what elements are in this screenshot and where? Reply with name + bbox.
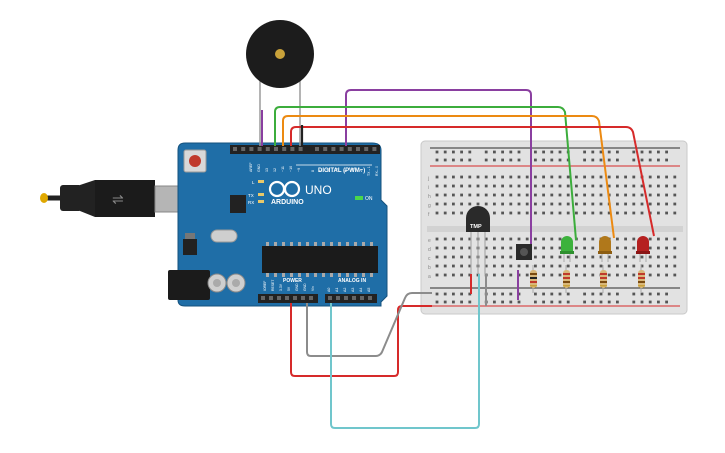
arduino-uno-board[interactable]: DIGITAL (PWM~) L TX RX ARDUINO UNO ON <box>168 142 388 307</box>
breadboard-holes <box>435 150 677 304</box>
svg-text:g: g <box>428 203 431 209</box>
svg-text:⇌: ⇌ <box>112 191 124 207</box>
svg-text:TX→1: TX→1 <box>367 166 371 176</box>
svg-text:7: 7 <box>319 170 323 172</box>
digital-pin-labels: AREF GND 13 12 ~11 ~10 ~9 8 7 ~6 ~5 4 ~3… <box>249 162 379 176</box>
svg-text:2: 2 <box>359 170 363 172</box>
svg-text:8: 8 <box>311 170 315 172</box>
atmega-chip <box>262 246 378 273</box>
power-jack <box>168 270 210 300</box>
led-red[interactable] <box>636 236 650 262</box>
led-green[interactable] <box>560 236 574 262</box>
wires <box>261 89 655 429</box>
wire-red-top <box>290 126 655 237</box>
svg-text:~11: ~11 <box>281 166 285 172</box>
svg-text:A2: A2 <box>343 288 347 292</box>
temperature-sensor[interactable]: TMP <box>466 206 490 274</box>
svg-text:c: c <box>428 256 431 262</box>
svg-text:A1: A1 <box>335 288 339 292</box>
svg-text:5V: 5V <box>287 286 291 291</box>
svg-text:j: j <box>427 176 429 182</box>
svg-text:~9: ~9 <box>297 168 301 172</box>
resistor-1[interactable] <box>530 265 537 293</box>
usb-cable: ⇌ <box>40 180 184 217</box>
svg-text:GND: GND <box>257 164 261 172</box>
svg-text:AREF: AREF <box>249 162 253 172</box>
wire-orange <box>282 115 615 239</box>
wire-cyan-analog <box>330 274 480 429</box>
power-pin-labels: IOREF RESET 3.3V 5V GND GND Vin <box>263 280 315 291</box>
svg-text:~5: ~5 <box>335 168 339 172</box>
svg-text:RESET: RESET <box>271 280 275 291</box>
svg-text:GND: GND <box>295 283 299 291</box>
svg-text:A4: A4 <box>359 288 363 292</box>
svg-text:Vin: Vin <box>311 286 315 291</box>
svg-text:ARDUINO: ARDUINO <box>271 199 304 206</box>
sensor-label: TMP <box>470 224 482 230</box>
svg-text:b: b <box>428 265 431 271</box>
wire-gray-ground <box>306 292 432 357</box>
wire-purple <box>345 89 532 244</box>
svg-text:f: f <box>428 212 430 218</box>
svg-text:13: 13 <box>265 168 269 172</box>
svg-text:IOREF: IOREF <box>263 281 267 291</box>
wire-red-power <box>290 303 432 377</box>
led-yellow[interactable] <box>598 236 612 262</box>
svg-text:e: e <box>428 238 431 244</box>
svg-text:A3: A3 <box>351 288 355 292</box>
push-button[interactable] <box>516 244 532 260</box>
svg-text:ON: ON <box>365 196 373 202</box>
digital-pins <box>233 147 377 151</box>
resistor-4[interactable] <box>638 265 645 293</box>
svg-text:POWER: POWER <box>283 278 302 284</box>
svg-text:L: L <box>252 180 255 185</box>
svg-text:d: d <box>428 247 431 253</box>
row-letters-top: j i h g f <box>427 176 431 218</box>
breadboard[interactable]: j i h g f e d c b a <box>420 140 688 315</box>
analog-pin-labels: A0 A1 A2 A3 A4 A5 <box>327 288 371 292</box>
svg-text:A0: A0 <box>327 288 331 292</box>
svg-text:GND: GND <box>303 283 307 291</box>
svg-text:RX: RX <box>248 200 254 205</box>
svg-text:h: h <box>428 194 431 200</box>
analog-header <box>325 294 377 303</box>
svg-text:RX←0: RX←0 <box>375 166 379 176</box>
digital-label: DIGITAL (PWM~) <box>318 168 365 174</box>
svg-text:12: 12 <box>273 168 277 172</box>
resistor-2[interactable] <box>563 265 570 293</box>
svg-text:ANALOG IN: ANALOG IN <box>338 278 366 284</box>
digital-header <box>230 145 380 154</box>
svg-text:~10: ~10 <box>289 166 293 172</box>
svg-text:i: i <box>428 185 429 191</box>
model-label: UNO <box>305 183 332 197</box>
svg-text:3.3V: 3.3V <box>279 283 283 291</box>
svg-text:4: 4 <box>343 170 347 172</box>
svg-text:~3: ~3 <box>351 168 355 172</box>
svg-text:A5: A5 <box>367 288 371 292</box>
svg-text:a: a <box>428 274 431 280</box>
resistor-3[interactable] <box>600 265 607 293</box>
svg-text:~6: ~6 <box>327 168 331 172</box>
svg-text:TX: TX <box>248 193 254 198</box>
piezo-buzzer[interactable] <box>246 20 314 146</box>
wire-green <box>274 106 577 241</box>
row-letters-bottom: e d c b a <box>428 238 431 280</box>
arduino-logo: ARDUINO UNO <box>268 180 332 206</box>
